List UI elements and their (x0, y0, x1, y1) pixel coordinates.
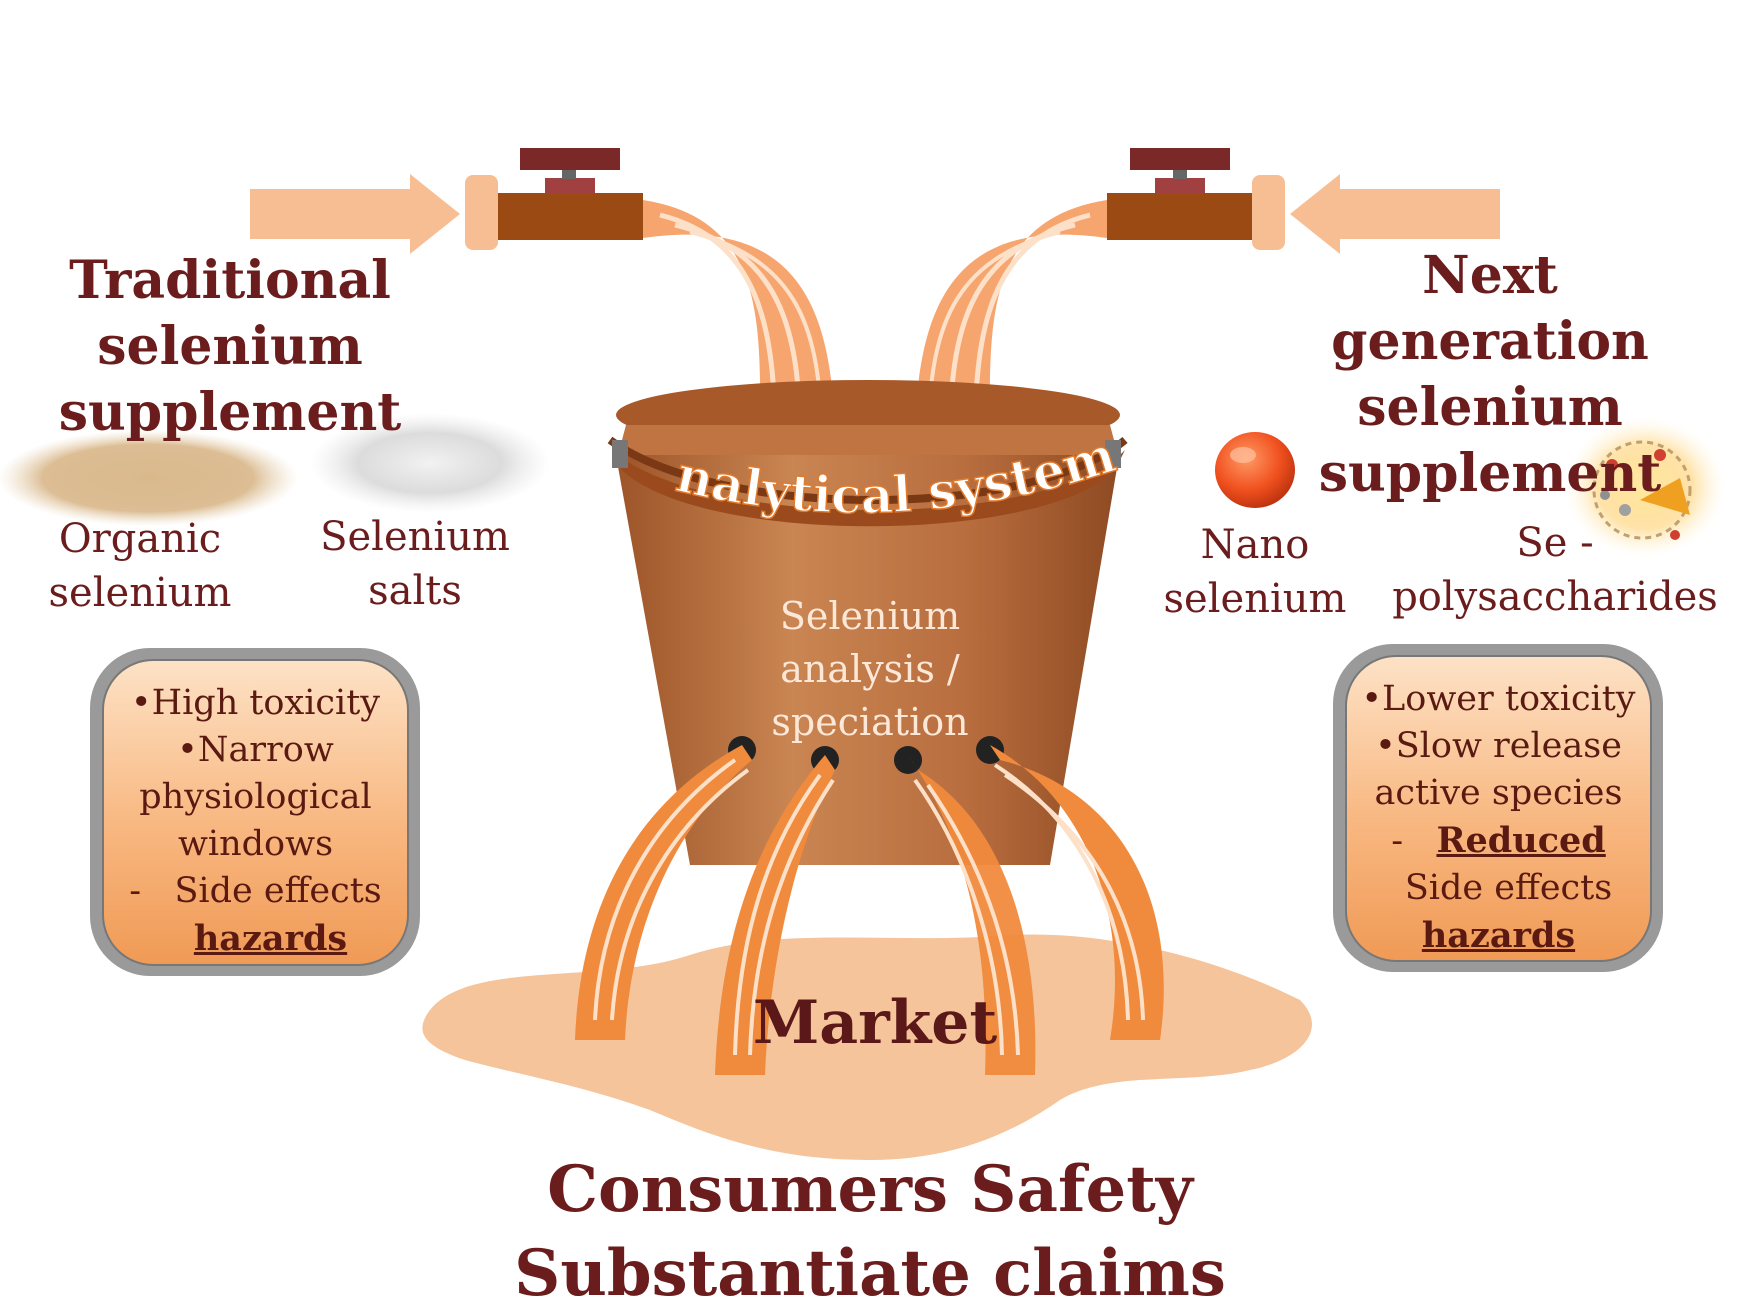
right-box-line-6: hazards (1346, 912, 1651, 960)
right-info-box (1345, 655, 1652, 962)
right-box-line-2: •Slow release (1375, 726, 1622, 766)
left-box-line-3: physiological (139, 777, 372, 817)
selenium-salts-line-2: salts (368, 568, 462, 614)
organic-selenium-label: Organic selenium (30, 512, 250, 620)
left-info-box (102, 659, 409, 966)
left-faucet-icon (465, 148, 643, 250)
nano-selenium-line-1: Nano (1200, 522, 1310, 568)
bucket-body-line-2: analysis / (780, 647, 960, 691)
se-polysaccharides-line-1: Se - (1516, 520, 1594, 566)
molecule-icon (1565, 417, 1725, 557)
organic-selenium-image (0, 430, 298, 526)
left-title-line-2: selenium (97, 316, 363, 377)
right-box-dash: - (1391, 821, 1404, 861)
se-polysaccharides-label: Se - polysaccharides (1385, 516, 1725, 624)
left-box-hazards: hazards (193, 918, 348, 959)
right-title-line-2: selenium (1357, 377, 1623, 438)
consumers-safety-label: Consumers Safety (547, 1152, 1193, 1227)
right-box-line-4: - Reduced (1346, 817, 1651, 865)
left-box-line-2: •Narrow (177, 730, 334, 770)
selenium-salts-line-1: Selenium (320, 514, 510, 560)
right-box-line-3: active species (1374, 773, 1623, 813)
market-label: Market (752, 988, 998, 1058)
right-box-line-5: Side effects (1404, 868, 1613, 908)
bottom-label: Consumers Safety Substantiate claims (470, 1148, 1270, 1316)
nano-sphere-icon (1215, 432, 1295, 508)
nano-selenium-label: Nano selenium (1150, 518, 1360, 626)
left-title: Traditional selenium supplement (40, 248, 420, 446)
selenium-salts-label: Selenium salts (305, 510, 525, 618)
left-title-line-3: supplement (58, 382, 402, 443)
bucket-body-line-1: Selenium (779, 594, 961, 638)
left-box-line-1: •High toxicity (130, 683, 381, 723)
left-box-line-5: - Side effects (103, 868, 408, 915)
right-title-line-3: supplement (1318, 443, 1662, 504)
right-title-line-1: Next generation (1331, 245, 1649, 372)
left-box-line-6: hazards (103, 915, 408, 963)
bucket-body-line-3: speciation (771, 700, 969, 744)
left-box-side-effects: Side effects (174, 871, 382, 911)
market-puddle (422, 934, 1312, 1160)
right-box-text: •Lower toxicity •Slow release active spe… (1346, 676, 1651, 960)
substantiate-claims-label: Substantiate claims (514, 1236, 1226, 1311)
right-title: Next generation selenium supplement (1255, 243, 1725, 507)
right-arrow-icon (1290, 174, 1500, 254)
se-polysaccharides-line-2: polysaccharides (1392, 574, 1718, 620)
left-title-line-1: Traditional (69, 250, 391, 311)
right-box-hazards: hazards (1421, 915, 1576, 956)
right-box-line-1: •Lower toxicity (1361, 679, 1636, 719)
selenium-salts-image (310, 413, 550, 513)
left-box-line-4: windows (177, 824, 334, 864)
left-arrow-icon (250, 174, 460, 254)
right-box-reduced: Reduced (1436, 820, 1606, 861)
nano-selenium-line-2: selenium (1163, 576, 1347, 622)
left-box-text: •High toxicity •Narrow physiological win… (103, 680, 408, 963)
right-faucet-icon (1107, 148, 1285, 250)
bucket-body-label: Selenium analysis / speciation (730, 590, 1010, 749)
left-box-dash: - (129, 871, 142, 911)
organic-selenium-line-2: selenium (48, 570, 232, 616)
organic-selenium-line-1: Organic (58, 516, 222, 562)
outgoing-stream-highlights (593, 758, 1145, 1056)
